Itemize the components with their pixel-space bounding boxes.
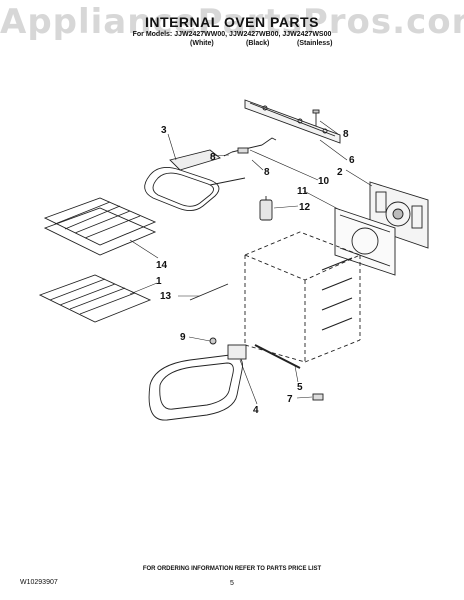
finish-stainless: (Stainless) [297, 40, 333, 47]
callout-8-left: 8 [210, 152, 216, 163]
callout-13: 13 [160, 291, 172, 302]
watermark: AppliancePartsPros.com [0, 2, 464, 42]
callout-9: 9 [180, 332, 186, 343]
clip [312, 393, 324, 401]
ordering-note: FOR ORDERING INFORMATION REFER TO PARTS … [142, 566, 322, 572]
temperature-sensor [223, 137, 277, 157]
callout-5: 5 [297, 382, 303, 393]
finish-black: (Black) [246, 40, 270, 47]
bottom-trim [254, 344, 301, 369]
document-number: W10293907 [20, 579, 58, 586]
callout-2: 2 [337, 167, 343, 178]
callout-7: 7 [287, 394, 293, 405]
light-socket [259, 196, 273, 221]
oven-cavity [243, 231, 362, 363]
oven-rack-lower [38, 274, 152, 323]
callout-10: 10 [318, 176, 330, 187]
screw-bake [209, 337, 217, 345]
callout-4: 4 [253, 405, 259, 416]
callout-6: 6 [349, 155, 355, 166]
callout-8-right: 8 [264, 167, 270, 178]
callout-labels: 3 8 6 8 8 10 2 11 12 14 1 13 9 4 5 7 [156, 125, 355, 416]
callout-11: 11 [297, 186, 308, 197]
leader-lines [129, 120, 373, 405]
callout-1: 1 [156, 276, 162, 287]
callout-8-top: 8 [343, 129, 349, 140]
finish-white: (White) [190, 40, 214, 47]
screw-top [312, 109, 320, 126]
callout-14: 14 [156, 260, 168, 271]
rack-supports [321, 257, 353, 331]
callout-12: 12 [299, 202, 311, 213]
vent-bracket [244, 99, 341, 144]
rack-guide [189, 283, 229, 301]
model-list: For Models: JJW2427WW00, JJW2427WB00, JJ… [132, 31, 332, 38]
callout-3: 3 [161, 125, 167, 136]
oven-rack-upper [43, 197, 157, 256]
page-number: 5 [230, 580, 234, 587]
broil-element [144, 149, 246, 211]
bake-element [148, 344, 247, 421]
page-title: INTERNAL OVEN PARTS [145, 14, 319, 30]
